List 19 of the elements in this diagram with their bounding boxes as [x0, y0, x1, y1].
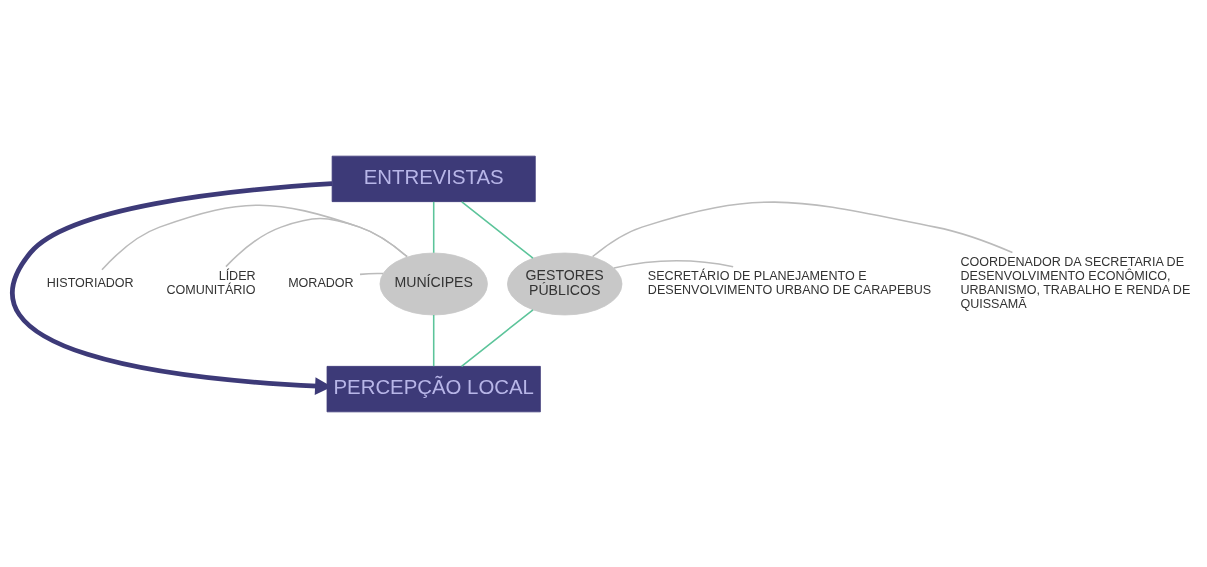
- connector: [591, 200, 1014, 257]
- connector: [432, 200, 435, 254]
- arrow: [10, 180, 333, 395]
- node-text: HISTORIADOR: [46, 275, 134, 290]
- connector: [461, 200, 534, 259]
- node-text: LÍDER COMUNITÁRIO: [166, 268, 256, 297]
- node-ellipse: MUNÍCIPES: [379, 252, 488, 315]
- connector: [613, 259, 734, 269]
- connector: [101, 203, 408, 271]
- node-box: ENTREVISTAS: [331, 155, 536, 202]
- connector: [460, 308, 534, 367]
- node-text: SECRETÁRIO DE PLANEJAMENTO E DESENVOLVIMENTO URBANO DE CARAPEBUS: [647, 268, 932, 297]
- connector: [359, 272, 384, 275]
- connector: [225, 217, 408, 267]
- node-text: MORADOR: [288, 275, 354, 290]
- node-box: PERCEPÇÃO LOCAL: [326, 365, 541, 412]
- node-ellipse: GESTORES PÚBLICOS: [507, 252, 623, 315]
- node-text: COORDENADOR DA SECRETARIA DE DESENVOLVIMENTO ECONÔMICO, URBANISMO, TRABALHO E RENDA DE QUISSAMÃ: [960, 254, 1191, 311]
- connector: [432, 313, 435, 367]
